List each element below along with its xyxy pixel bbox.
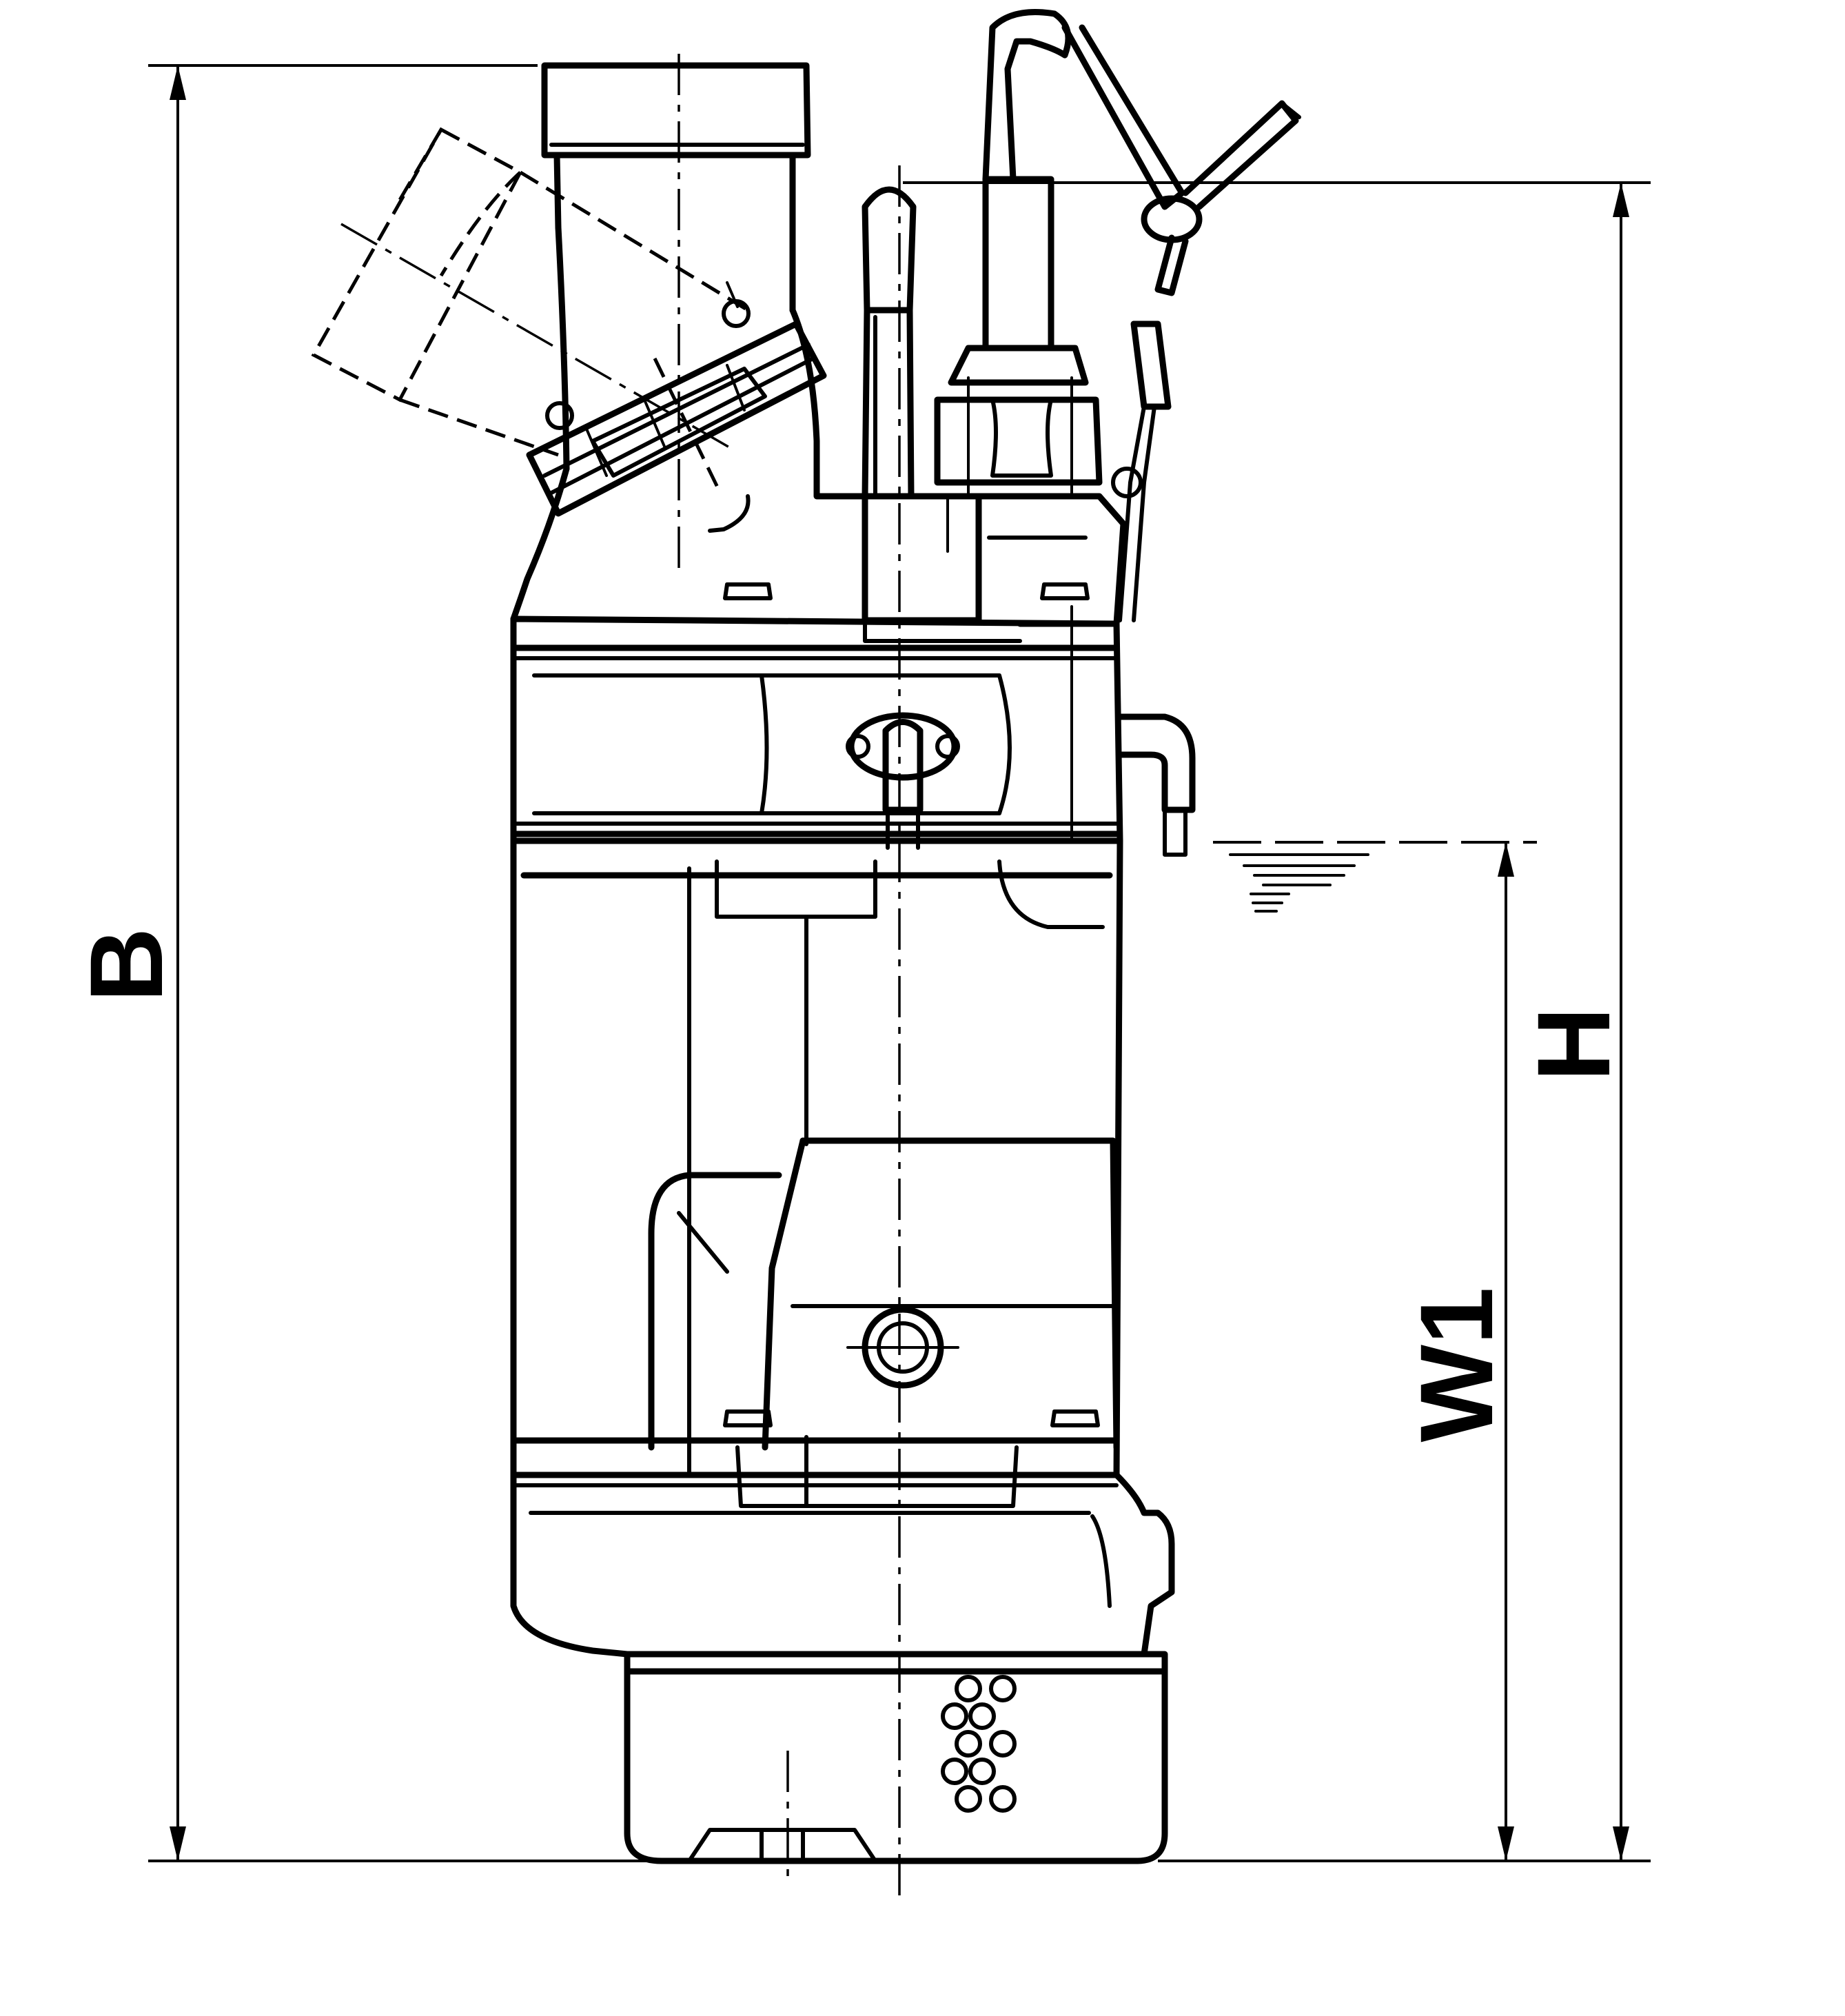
alternate-outlet-dashed bbox=[311, 127, 749, 494]
strainer-base bbox=[624, 1651, 1168, 1864]
water-level-icon bbox=[1229, 853, 1369, 913]
lifting-lug bbox=[846, 712, 960, 850]
h-arrow-bottom bbox=[1613, 1826, 1629, 1861]
dimension-w1: W1 bbox=[1213, 841, 1537, 1861]
bolt-heads-top bbox=[723, 582, 1090, 600]
discharge-flange bbox=[526, 281, 827, 517]
b-arrow-bottom bbox=[170, 1826, 186, 1861]
lifting-handle bbox=[934, 9, 1185, 498]
w1-label: W1 bbox=[1398, 1287, 1514, 1443]
dimension-b: B bbox=[68, 64, 689, 1862]
discharge-outlet bbox=[541, 62, 811, 314]
motor-flange-lower bbox=[510, 1435, 1120, 1508]
b-label: B bbox=[68, 928, 184, 1002]
motor-flange-upper bbox=[510, 605, 1123, 844]
h-label: H bbox=[1516, 1007, 1631, 1081]
motor-body bbox=[510, 837, 1123, 1478]
h-arrow-top bbox=[1613, 183, 1629, 217]
pump-housing bbox=[648, 1137, 1120, 1451]
b-arrow-top bbox=[170, 65, 186, 100]
cable-guard bbox=[862, 186, 917, 500]
w1-arrow-top bbox=[1498, 842, 1514, 877]
cable-entry bbox=[1117, 713, 1196, 857]
w1-arrow-bottom bbox=[1498, 1826, 1514, 1861]
pump-casing bbox=[510, 1472, 1175, 1658]
dimension-h: H bbox=[903, 181, 1651, 1862]
lifting-chain bbox=[1111, 100, 1301, 622]
